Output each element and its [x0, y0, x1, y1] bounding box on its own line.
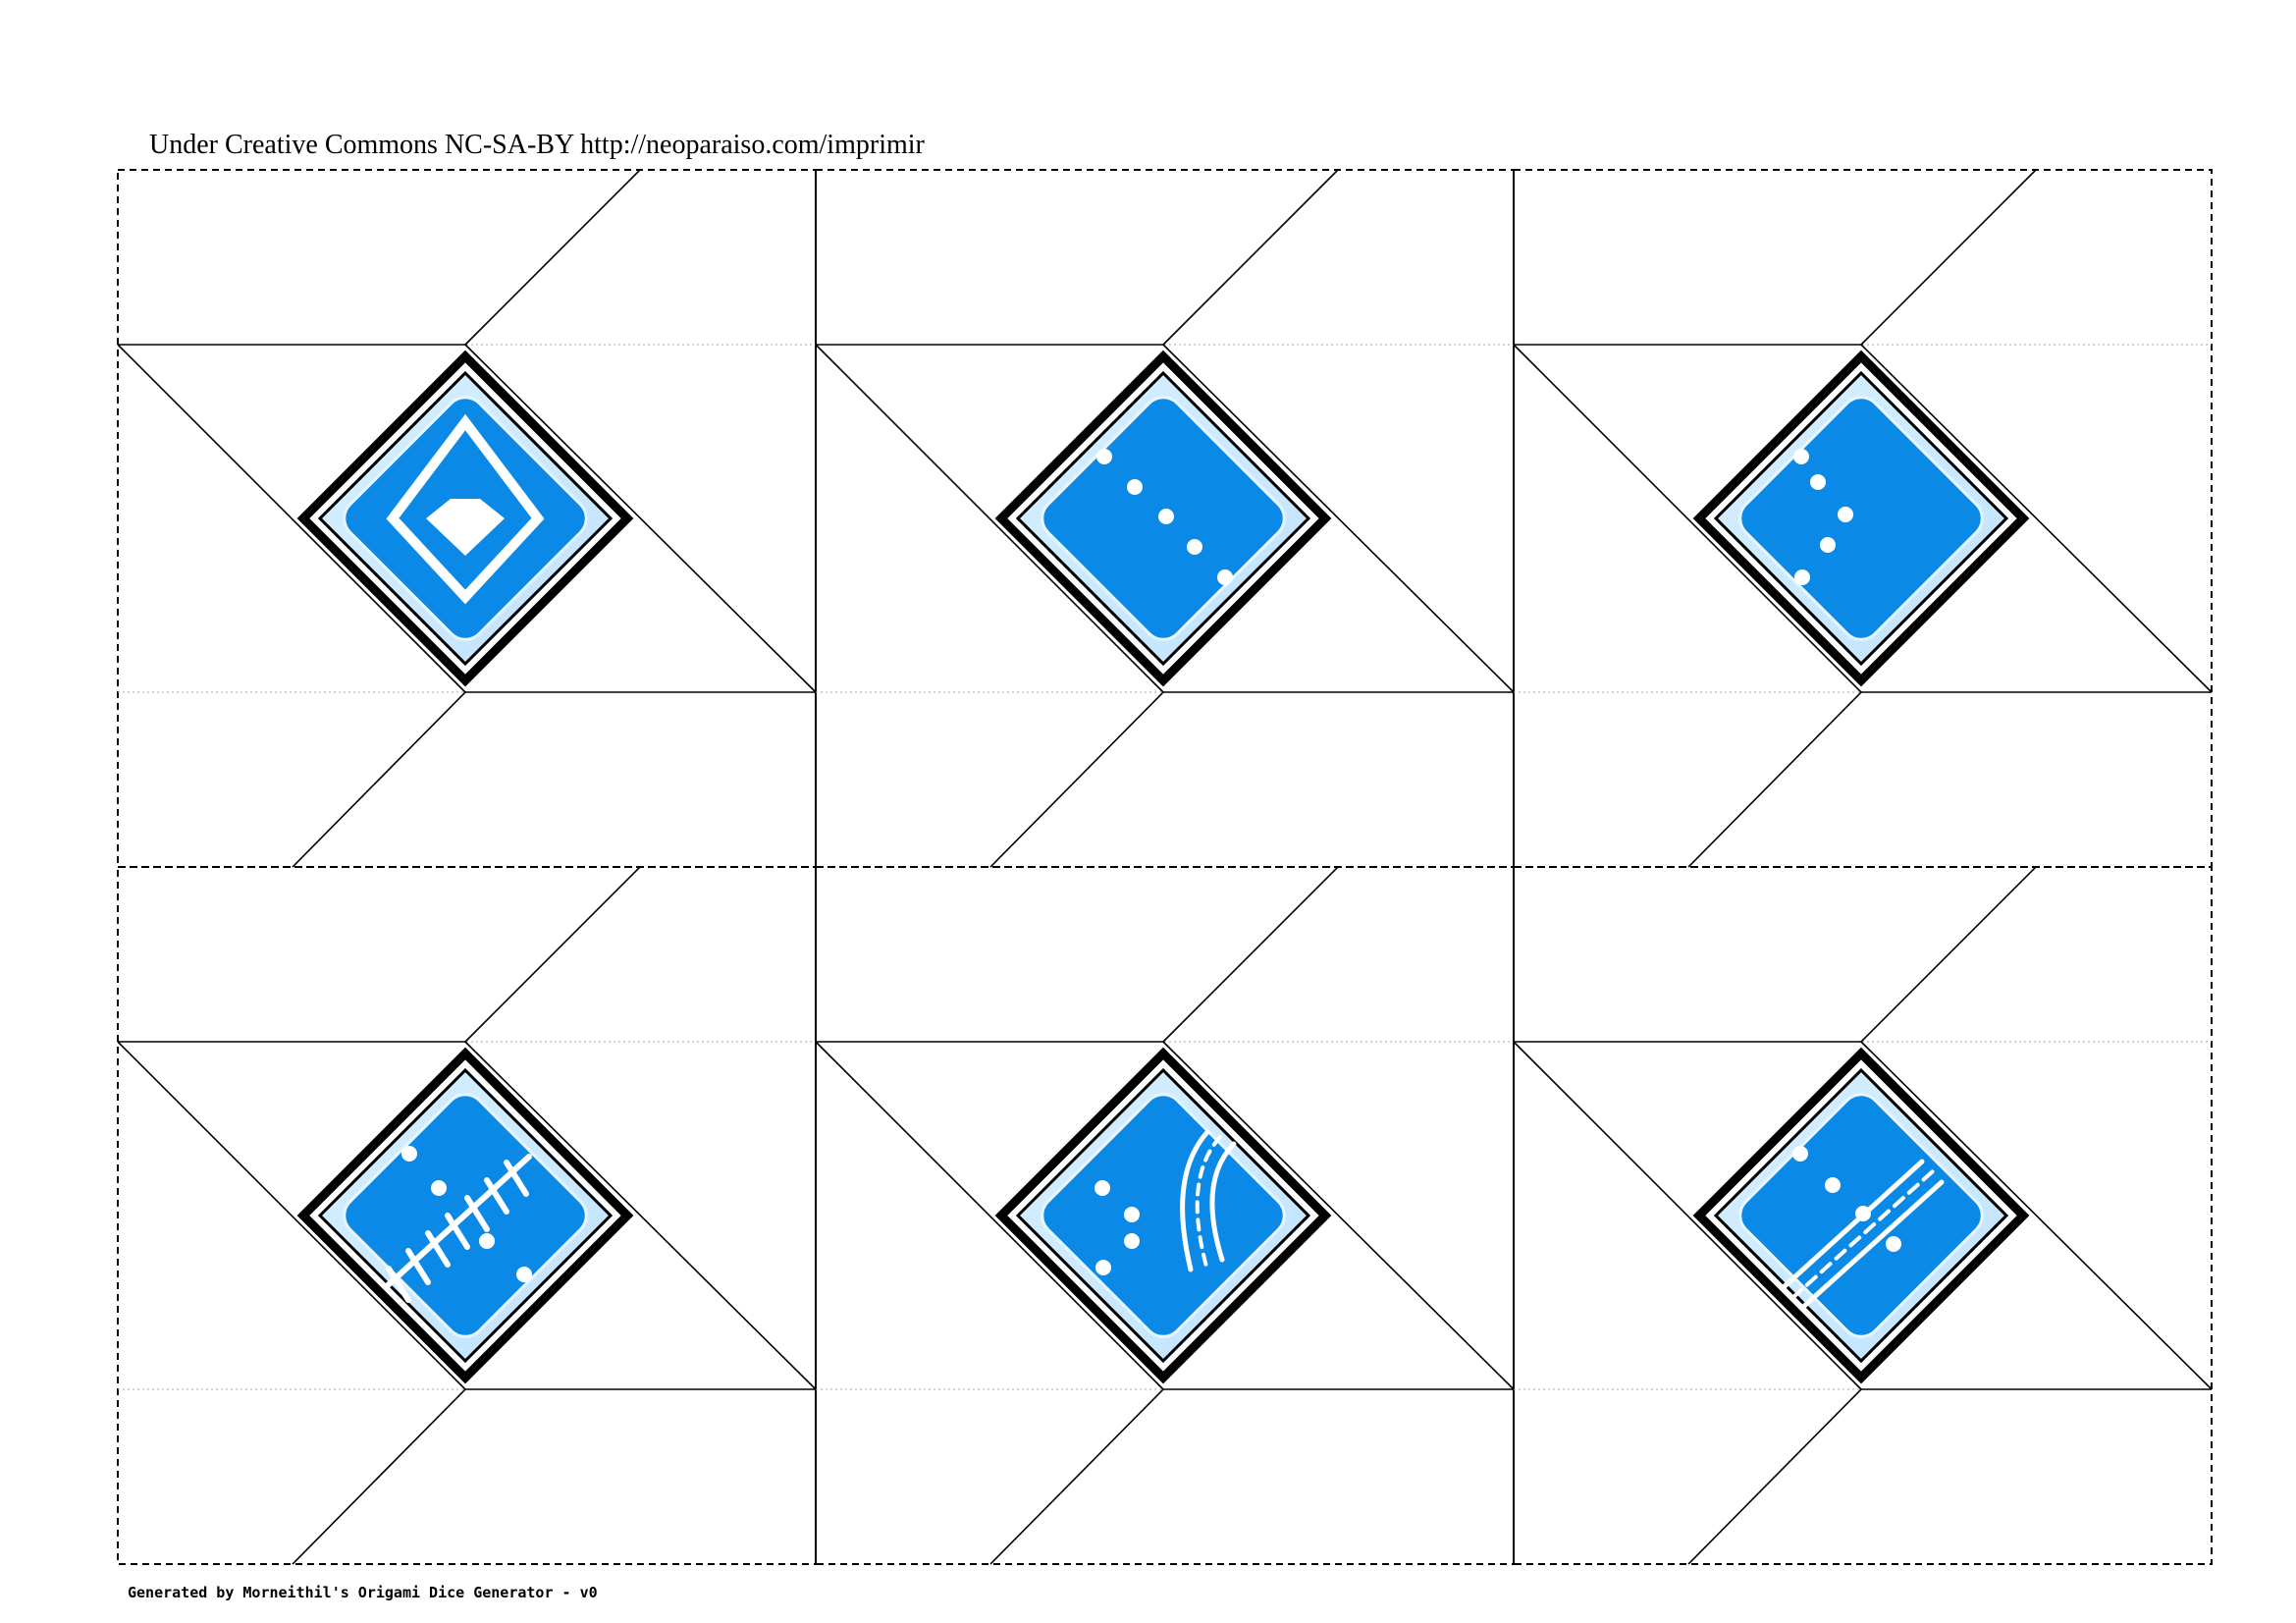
cut-line-top-diagonal — [1162, 866, 1339, 1043]
curved-road-icon — [1180, 1129, 1237, 1272]
cut-line-left-diagonal — [815, 344, 1164, 693]
cut-line-right-diagonal — [464, 1041, 817, 1390]
license-header: Under Creative Commons NC-SA-BY http://n… — [149, 130, 925, 160]
cut-line-right-diagonal — [1860, 1041, 2213, 1390]
generator-footer: Generated by Morneithil's Origami Dice G… — [128, 1584, 598, 1601]
diamond-symbol-icon — [386, 413, 545, 605]
railroad-track-icon — [384, 1154, 532, 1303]
face-tile — [1041, 1093, 1286, 1338]
panel-1 — [117, 169, 817, 868]
dots-icon — [1792, 1146, 1901, 1252]
cut-line-top-diagonal — [464, 169, 641, 346]
dice-face — [994, 350, 1332, 687]
cut-line-right-diagonal — [1860, 344, 2213, 693]
face-tile — [1738, 396, 1984, 641]
panel-cut-border — [117, 866, 817, 1565]
cut-line-bottom-diagonal — [1687, 691, 1862, 868]
cut-line-left-diagonal — [1513, 344, 1862, 693]
cut-line-left-diagonal — [117, 344, 466, 693]
panel-cut-border — [1513, 169, 2213, 868]
four-dots-zigzag-icon — [1793, 449, 1853, 585]
cut-line-bottom-diagonal — [292, 1388, 466, 1565]
cut-line-top-diagonal — [1860, 169, 2037, 346]
cut-line-bottom-diagonal — [292, 691, 466, 868]
cut-line-right-diagonal — [1162, 1041, 1515, 1390]
dots-icon — [1095, 1180, 1140, 1275]
dice-face — [296, 1047, 634, 1384]
four-dots-diagonal-icon — [1096, 449, 1233, 585]
panel-4 — [117, 866, 817, 1565]
cut-line-top-diagonal — [1162, 169, 1339, 346]
panel-cut-border — [1513, 866, 2213, 1565]
panel-2 — [815, 169, 1515, 868]
panel-5 — [815, 866, 1515, 1565]
panel-cut-border — [815, 169, 1515, 868]
dice-face — [1692, 1047, 2030, 1384]
dice-face — [994, 1047, 1332, 1384]
straight-road-icon — [1782, 1159, 1945, 1311]
dots-icon — [401, 1146, 532, 1282]
cut-line-right-diagonal — [1162, 344, 1515, 693]
cut-line-top-diagonal — [464, 866, 641, 1043]
cut-line-left-diagonal — [815, 1041, 1164, 1390]
cut-line-bottom-diagonal — [1687, 1388, 1862, 1565]
dice-face — [296, 350, 634, 687]
panel-cut-border — [815, 866, 1515, 1565]
panel-cut-border — [117, 169, 817, 868]
dice-face — [1692, 350, 2030, 687]
cut-line-left-diagonal — [1513, 1041, 1862, 1390]
panel-6 — [1513, 866, 2213, 1565]
cut-line-left-diagonal — [117, 1041, 466, 1390]
cut-line-top-diagonal — [1860, 866, 2037, 1043]
panel-3 — [1513, 169, 2213, 868]
cut-line-bottom-diagonal — [989, 691, 1164, 868]
cut-line-right-diagonal — [464, 344, 817, 693]
cut-line-bottom-diagonal — [989, 1388, 1164, 1565]
